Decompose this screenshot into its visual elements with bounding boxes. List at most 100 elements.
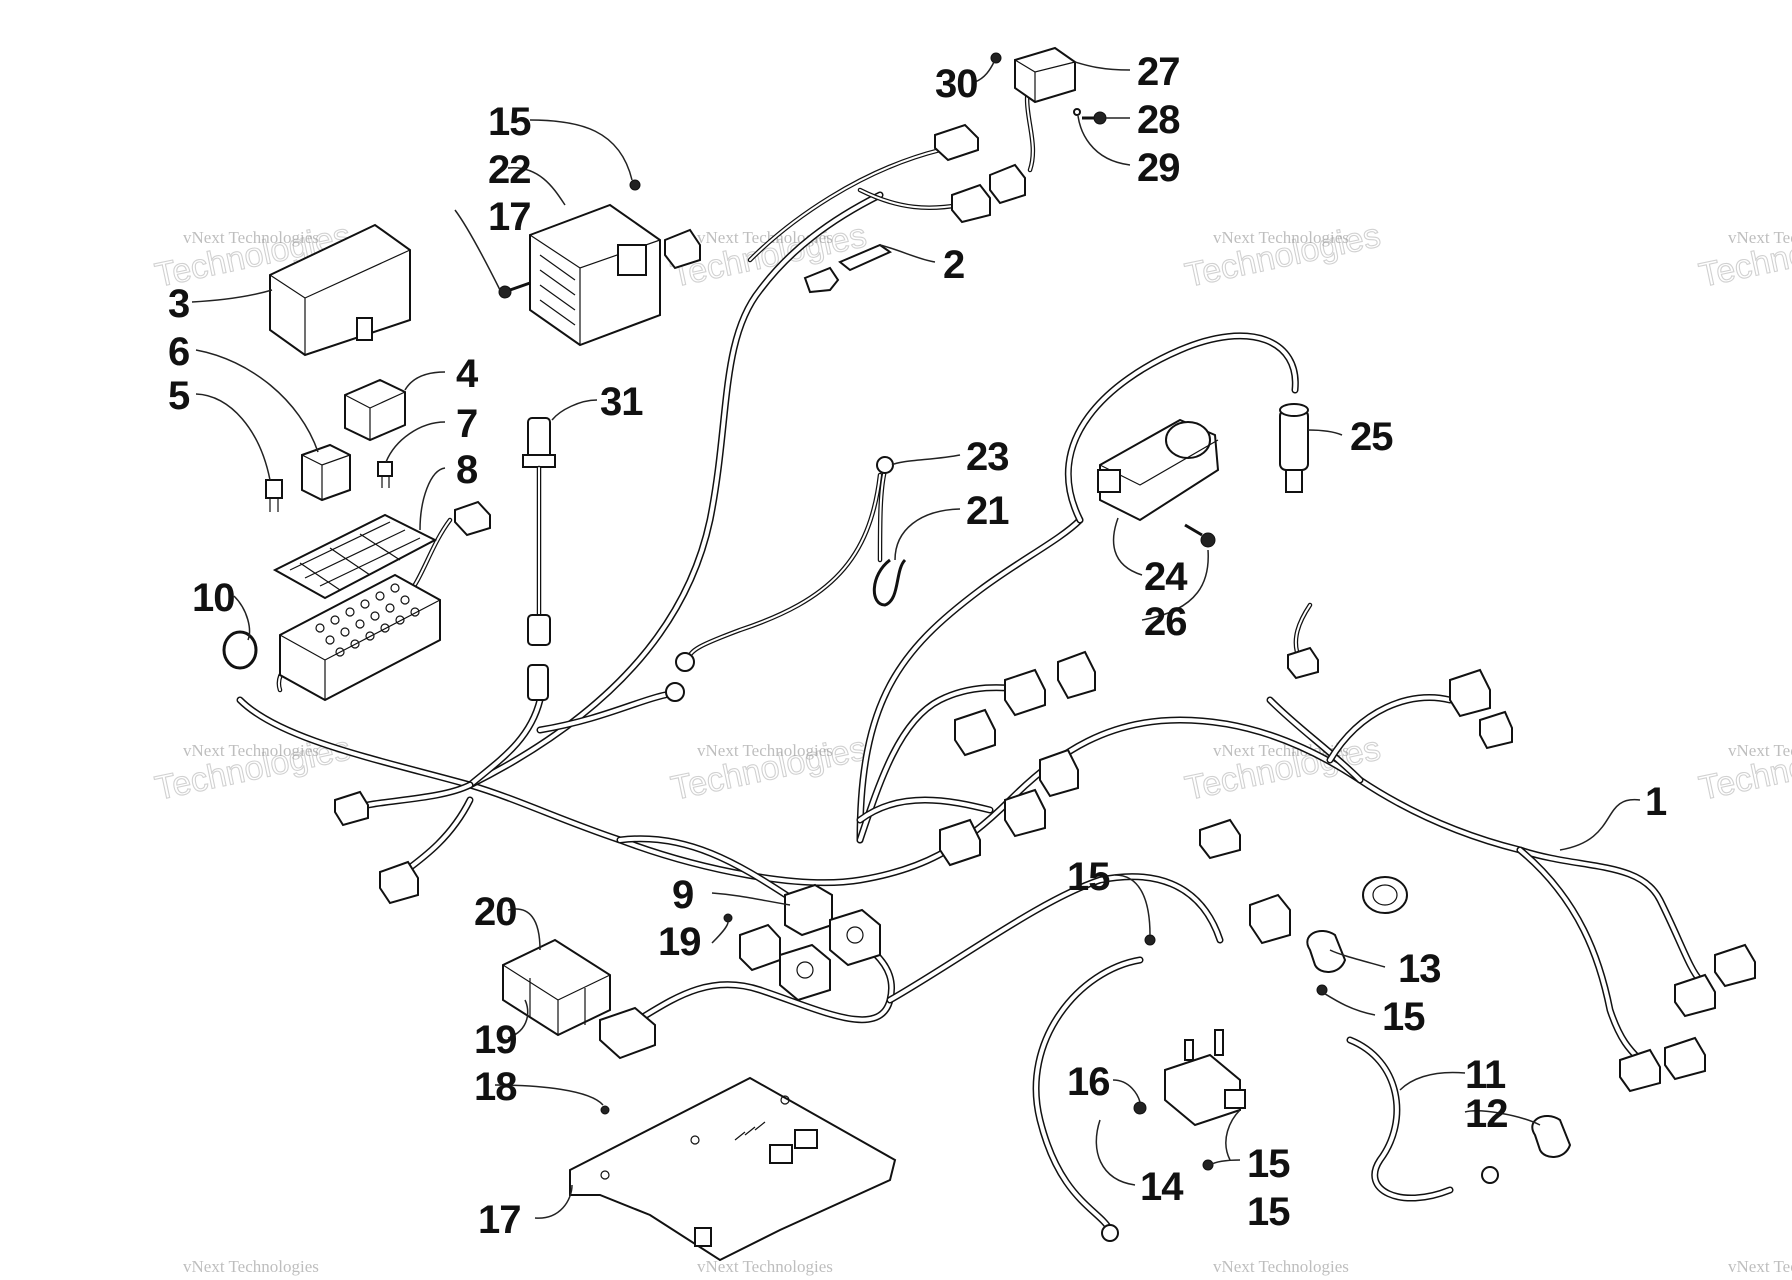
relay-socket-a — [829, 908, 881, 967]
callout-28: 27 — [1137, 50, 1180, 94]
callout-10: 10 — [192, 576, 235, 620]
part-31-nut — [990, 52, 1002, 64]
watermark-bottom-right: vNext Technologies — [1213, 1257, 1349, 1276]
part-12-terminal-boot — [1531, 1115, 1572, 1158]
leader-lines — [191, 61, 1641, 1219]
part-24-ground-eyelet — [665, 456, 894, 702]
part-7-fuse — [377, 461, 393, 488]
connector-right-a — [1449, 668, 1491, 718]
svg-text:vNext Technologies: vNext Technologies — [183, 1257, 319, 1276]
connector-right-e — [1664, 1036, 1706, 1081]
callout-8: 8 — [456, 448, 478, 492]
callout-7: 7 — [456, 402, 477, 446]
part-3-fuse-box-cover — [269, 223, 411, 357]
callouts: 1 2 3 4 5 6 7 8 9 10 11 12 13 14 15 15 1… — [168, 50, 1668, 1242]
part-16-starter-solenoid — [1164, 1029, 1246, 1127]
part-13-terminal-boot — [1306, 930, 1347, 973]
part-29-screw — [1082, 111, 1107, 125]
svg-text:vNext Technologies: vNext Technologies — [1213, 1257, 1349, 1276]
svg-text:vNext Technologies: vNext Technologies — [697, 1257, 833, 1276]
callout-32: 31 — [600, 380, 643, 424]
callout-21: 20 — [474, 890, 517, 934]
watermark-mid-center: vNext Technologies Technologies — [667, 729, 870, 809]
part-27-bolt — [1184, 523, 1216, 548]
part-9-relay-a — [784, 883, 833, 937]
watermark-bottom-center: vNext Technologies — [697, 1257, 833, 1276]
part-21-ecu-module — [502, 938, 611, 1037]
part-17-bolt-lower — [1133, 1101, 1147, 1115]
callout-14: 14 — [1140, 1165, 1184, 1209]
callout-19-lower: 18 — [474, 1065, 517, 1109]
connector-injector-b — [1057, 650, 1096, 700]
watermark-mid-edge: vNext Technologies Technologies — [1695, 729, 1792, 809]
callout-20: 19 — [474, 1018, 517, 1062]
connector-left-c — [454, 500, 491, 537]
callout-24: 23 — [966, 435, 1009, 479]
part-5-fuse — [265, 479, 283, 512]
part-22-clamp — [872, 558, 907, 607]
connector-left-a — [334, 790, 369, 827]
callout-12: 12 — [1465, 1092, 1508, 1136]
connector-right-f — [1619, 1048, 1661, 1093]
callout-15-top: 15 — [488, 100, 531, 144]
callout-16: 15 — [1247, 1142, 1290, 1186]
svg-text:vNext Technologies: vNext Technologies — [1728, 1257, 1792, 1276]
callout-23: 22 — [488, 148, 531, 192]
watermark-bottom-left: vNext Technologies — [183, 1257, 319, 1276]
part-9-relay-b — [739, 923, 781, 972]
callout-1: 1 — [1645, 780, 1667, 824]
part-15-nut-lower — [1202, 1159, 1214, 1171]
callout-25: 24 — [1144, 555, 1188, 599]
connector-top-c — [989, 163, 1026, 205]
watermark-top-right: vNext Technologies Technologies — [1181, 216, 1384, 296]
svg-text:vNext Technologies: vNext Technologies — [1728, 741, 1792, 760]
svg-text:vNext Technologies: vNext Technologies — [697, 741, 833, 760]
part-14-eyelet — [1101, 1224, 1119, 1242]
connector-top-a — [934, 123, 979, 162]
callout-3: 3 — [168, 282, 189, 326]
callout-31: 30 — [935, 62, 978, 106]
svg-text:vNext Technologies: vNext Technologies — [697, 228, 833, 247]
svg-text:vNext Technologies: vNext Technologies — [183, 228, 319, 247]
part-25-ignition-coil — [1097, 418, 1220, 522]
part-19-screw-upper — [723, 913, 733, 923]
callout-2: 2 — [943, 243, 964, 287]
connector-injector-d — [1039, 748, 1079, 798]
connector-injector-e — [1004, 788, 1046, 838]
part-30-washer — [1073, 108, 1081, 116]
watermark-top-edge: vNext Technologies Technologies — [1695, 216, 1792, 296]
connector-injector-c — [954, 708, 996, 757]
callout-11: 11 — [1465, 1053, 1506, 1097]
connector-ecu — [599, 1006, 656, 1060]
part-18-mounting-plate — [569, 1076, 897, 1262]
part-4-relay — [344, 378, 406, 442]
watermark-bottom-edge: vNext Technologies — [1728, 1257, 1792, 1276]
connector-right-c — [1714, 943, 1756, 988]
connector-injector-a — [1004, 668, 1046, 717]
part-10-clip — [222, 630, 258, 670]
callout-29: 28 — [1137, 98, 1180, 142]
part-8-fuse-label — [272, 513, 438, 600]
svg-text:vNext Technologies: vNext Technologies — [1728, 228, 1792, 247]
callout-6: 6 — [168, 330, 189, 374]
connector-injector-f — [939, 818, 981, 867]
connector-right-i — [1199, 818, 1241, 860]
connector-right-b — [1479, 710, 1513, 750]
part-26-spark-plug-cap — [1279, 403, 1309, 493]
svg-text:vNext Technologies: vNext Technologies — [1213, 228, 1349, 247]
connector-left-b — [379, 860, 419, 905]
callout-27: 26 — [1144, 600, 1187, 644]
indicator-lamp — [1362, 876, 1408, 914]
part-15-nut-mid — [1144, 934, 1156, 946]
part-28-switch — [1014, 46, 1076, 104]
part-19-screw-lower — [600, 1105, 610, 1115]
part-2-sensor — [838, 243, 893, 272]
part-17-bolt-upper — [498, 281, 531, 299]
main-harness — [236, 191, 1704, 1234]
part-6-relay — [301, 443, 351, 502]
connector-top-b — [951, 183, 991, 224]
callout-17-lower: 16 — [1067, 1060, 1110, 1104]
callout-19-upper: 19 — [658, 920, 701, 964]
callout-13: 13 — [1398, 947, 1441, 991]
